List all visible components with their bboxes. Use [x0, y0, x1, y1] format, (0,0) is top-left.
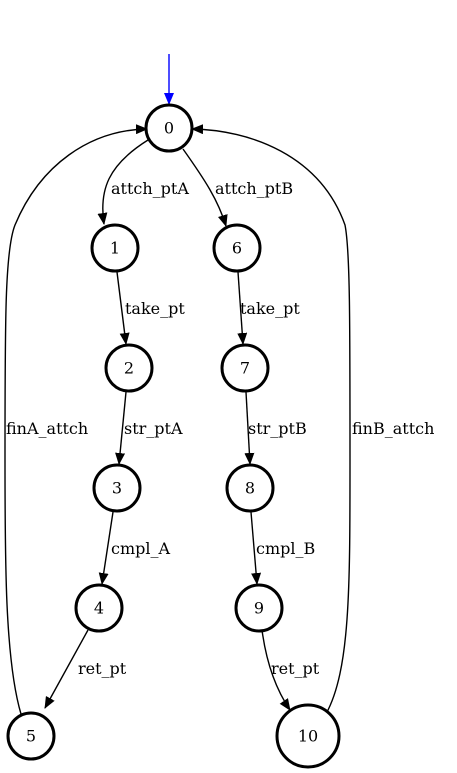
edge-0-6 [182, 148, 228, 227]
edge-8-9 [250, 511, 262, 585]
edge-label-6-7: take_pt [240, 299, 300, 318]
state-node-8: 8 [225, 463, 275, 513]
edge-label-0-1: attch_ptA [111, 179, 189, 198]
state-label-10: 10 [298, 727, 318, 746]
state-label-3: 3 [112, 479, 122, 498]
edge-label-3-4: cmpl_A [111, 539, 170, 558]
state-node-3: 3 [92, 463, 142, 513]
state-label-4: 4 [94, 599, 104, 618]
edge-1-2 [116, 271, 130, 345]
state-node-7: 7 [220, 343, 270, 393]
edge-3-4 [98, 511, 114, 585]
state-label-9: 9 [254, 599, 264, 618]
edge-0-1 [97, 139, 149, 225]
edge-4-5 [44, 629, 89, 709]
state-node-1: 1 [90, 223, 140, 273]
state-node-4: 4 [74, 583, 124, 633]
edge-2-3 [115, 391, 127, 465]
edge-9-10 [261, 629, 291, 711]
edge-label-0-6: attch_ptB [215, 179, 293, 198]
state-node-2: 2 [104, 343, 154, 393]
state-label-8: 8 [245, 479, 255, 498]
state-node-6: 6 [212, 223, 262, 273]
state-label-0: 0 [164, 119, 174, 138]
edge-10-0 [191, 124, 351, 715]
state-label-2: 2 [124, 359, 134, 378]
edge-label-10-0: finB_attch [352, 419, 434, 438]
edge-label-1-2: take_pt [125, 299, 185, 318]
edge-label-5-0: finA_attch [6, 419, 88, 438]
edges: attch_ptA attch_ptB take_pt take_pt str_… [4, 124, 434, 715]
state-node-10: 10 [275, 703, 341, 769]
state-label-5: 5 [26, 727, 36, 746]
edge-7-8 [244, 391, 255, 465]
state-label-6: 6 [232, 239, 242, 258]
edge-5-0 [4, 124, 148, 715]
edge-6-7 [237, 271, 248, 345]
state-label-1: 1 [110, 239, 120, 258]
edge-label-7-8: str_ptB [248, 419, 307, 438]
state-node-5: 5 [6, 711, 56, 761]
nodes: 0 1 2 3 4 5 6 7 [6, 103, 341, 769]
state-label-7: 7 [240, 359, 250, 378]
edge-label-4-5: ret_pt [78, 659, 127, 678]
state-node-9: 9 [234, 583, 284, 633]
edge-label-8-9: cmpl_B [256, 539, 315, 558]
edge-label-2-3: str_ptA [124, 419, 183, 438]
state-node-0: 0 [144, 103, 194, 153]
edge-label-9-10: ret_pt [271, 659, 320, 678]
